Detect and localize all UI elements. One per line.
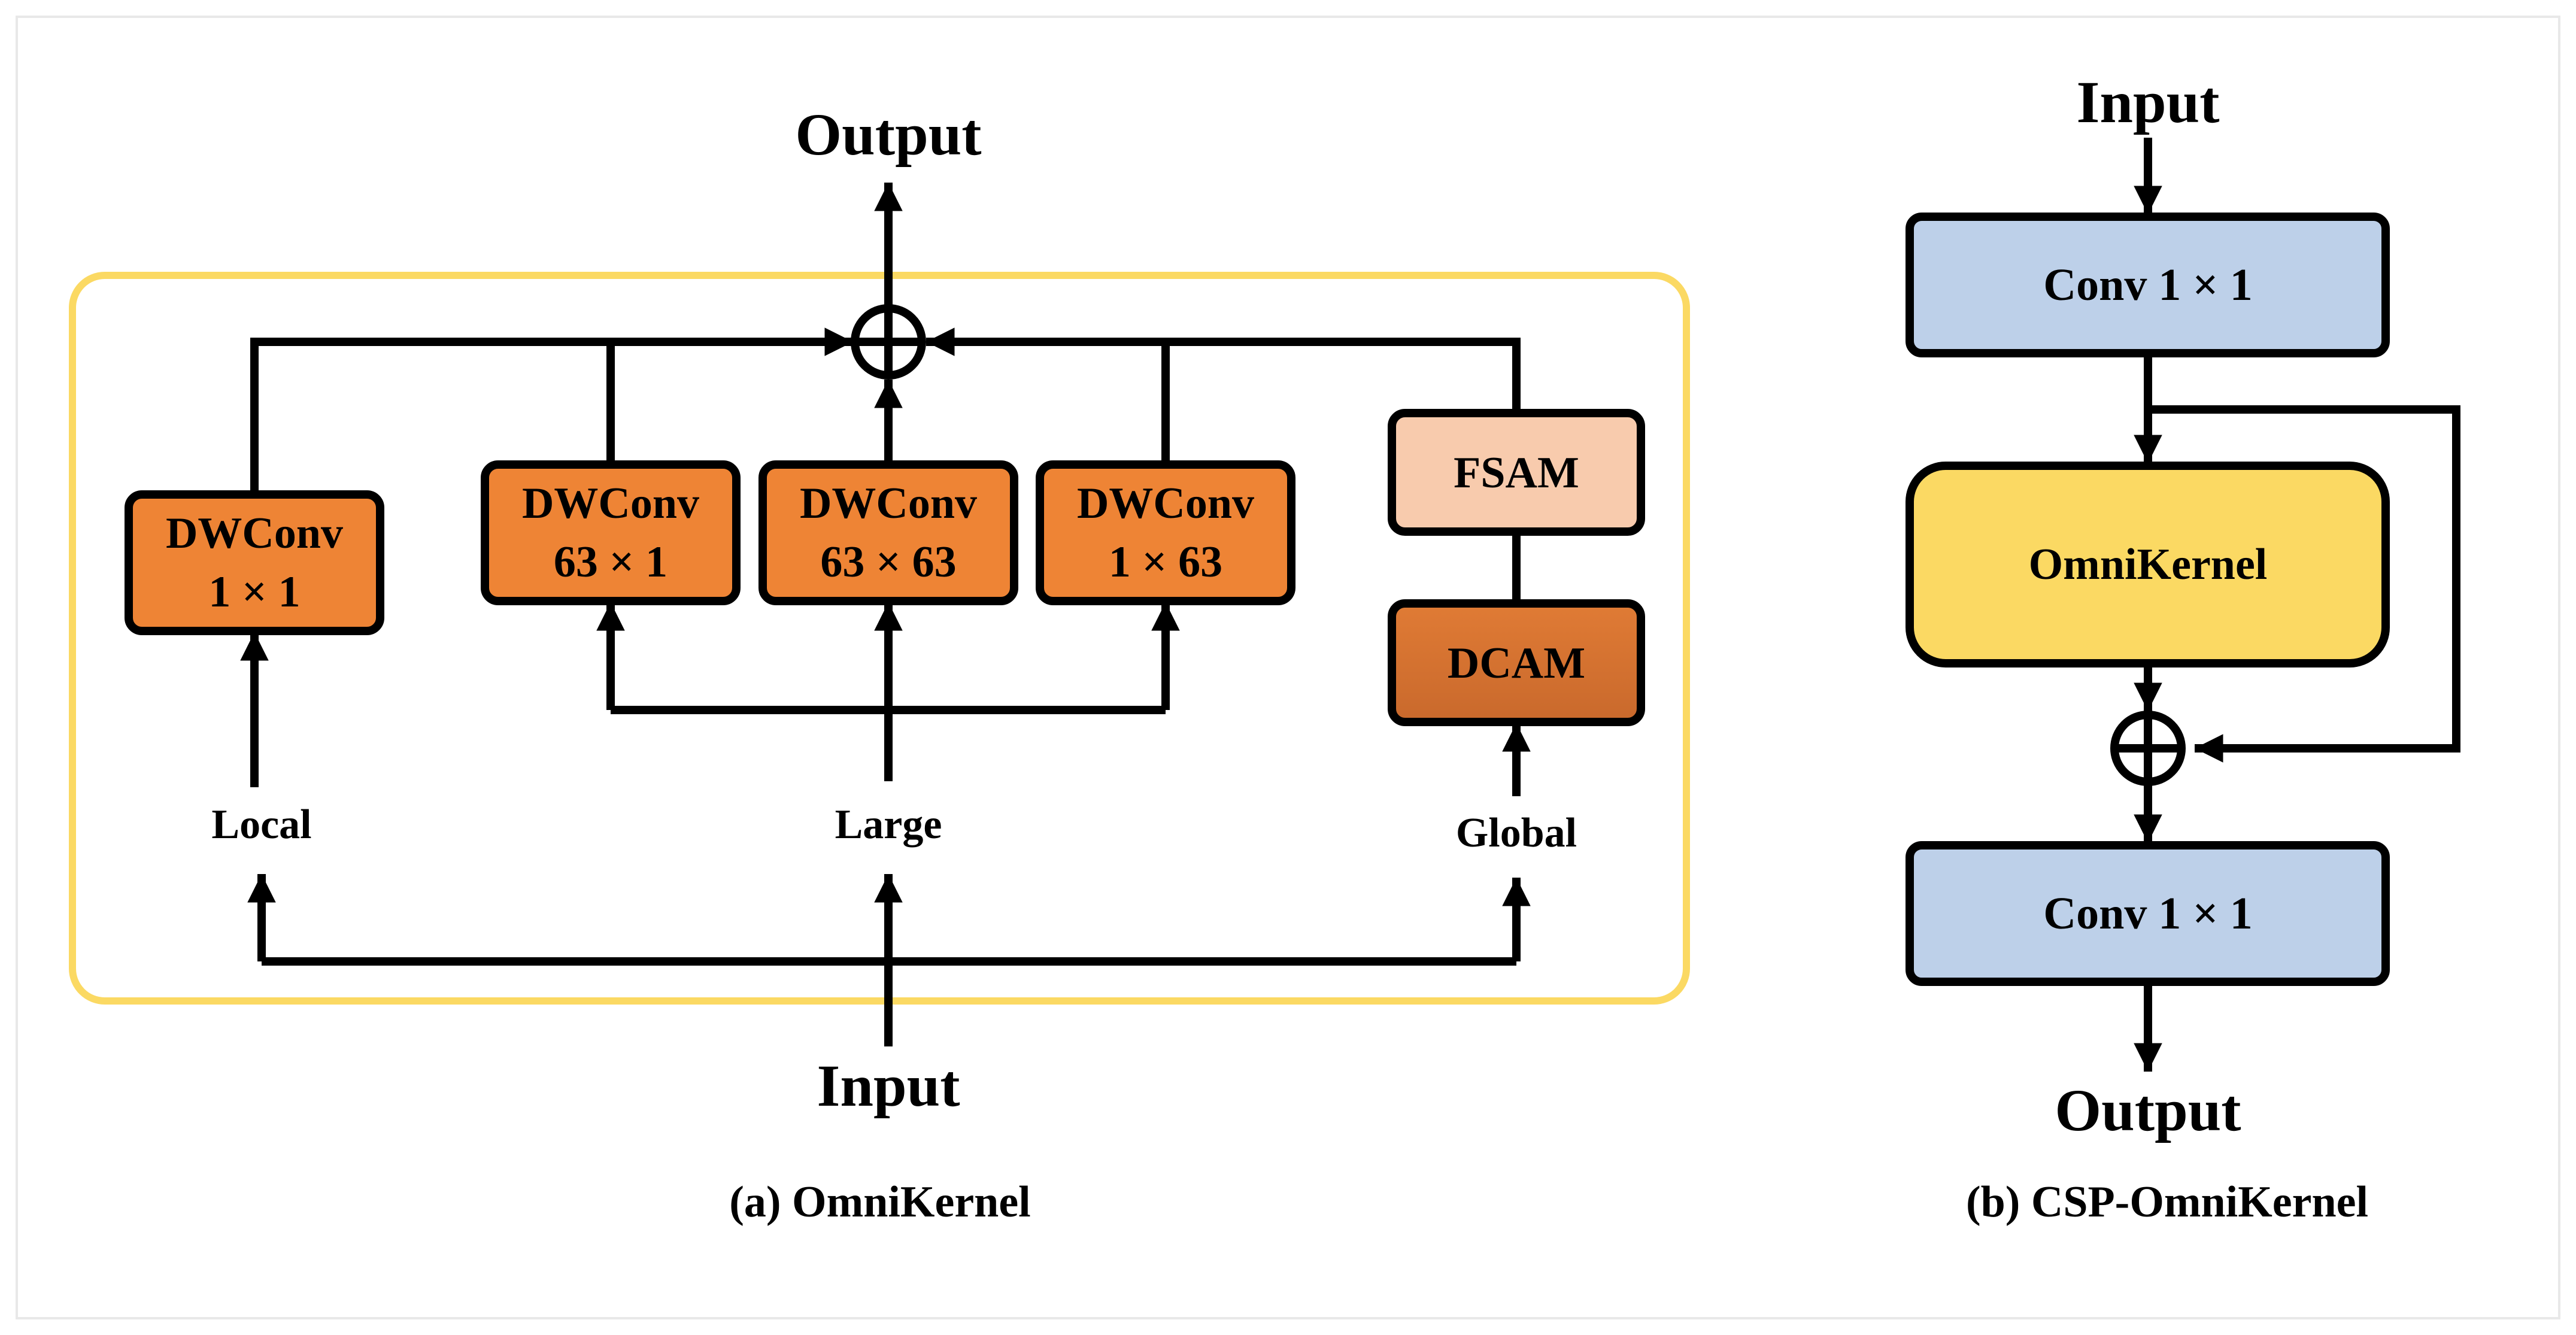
csp-shortcut-wire [2148, 405, 2460, 763]
omnikernel-label: OmniKernel [2029, 540, 2268, 589]
branch-global-label: Global [1456, 810, 1577, 856]
dwconv-1x63-box [1036, 460, 1295, 605]
caption-omnikernel: (a) OmniKernel [729, 1178, 1031, 1227]
figure-frame [16, 16, 2560, 1319]
global-to-sum-wire [926, 327, 1521, 413]
input-label: Input [817, 1052, 960, 1119]
conv-top-box [1906, 213, 2390, 357]
conv-bottom-label: Conv 1 × 1 [2043, 888, 2252, 939]
panel-omnikernel: Output DWConv 1 × 1 DWConv 63 × 1 DWConv… [69, 101, 1690, 1227]
dwconv-1x63-line2: 1 × 63 [1109, 538, 1222, 587]
branch-large-label: Large [835, 802, 942, 848]
dwconv-63x63-box [758, 460, 1018, 605]
csp-sum-node-cross [2114, 715, 2181, 782]
fsam-label: FSAM [1454, 448, 1579, 497]
dcam-label: DCAM [1448, 639, 1585, 688]
dwconv-1x1-line2: 1 × 1 [208, 568, 300, 617]
dwconv-1x1-box [125, 490, 384, 635]
conv-bottom-box [1906, 841, 2390, 986]
local-to-sum-wire [250, 327, 853, 494]
caption-csp-omnikernel: (b) CSP-OmniKernel [1966, 1178, 2368, 1227]
dwconv-63x1-line1: DWConv [522, 479, 699, 528]
dcam-box [1388, 599, 1645, 726]
omnikernel-box [1906, 462, 2390, 668]
branch-local-label: Local [211, 802, 311, 848]
sum-node-cross [855, 308, 922, 375]
omnikernel-container [69, 272, 1690, 1005]
dwconv-63x1-line2: 63 × 1 [554, 538, 667, 587]
csp-output-label: Output [2055, 1077, 2241, 1143]
panel-csp-omnikernel: Input Conv 1 × 1 OmniKernel Conv 1 × 1 O… [1906, 69, 2460, 1227]
dwconv-63x63-line1: DWConv [800, 479, 977, 528]
dwconv-63x63-line2: 63 × 63 [820, 538, 956, 587]
dwconv-1x1-line1: DWConv [166, 509, 343, 558]
output-label: Output [795, 101, 981, 168]
csp-input-label: Input [2076, 69, 2219, 135]
conv-top-label: Conv 1 × 1 [2043, 260, 2252, 310]
dwconv-1x63-line1: DWConv [1077, 479, 1254, 528]
dwconv-63x1-box [481, 460, 741, 605]
